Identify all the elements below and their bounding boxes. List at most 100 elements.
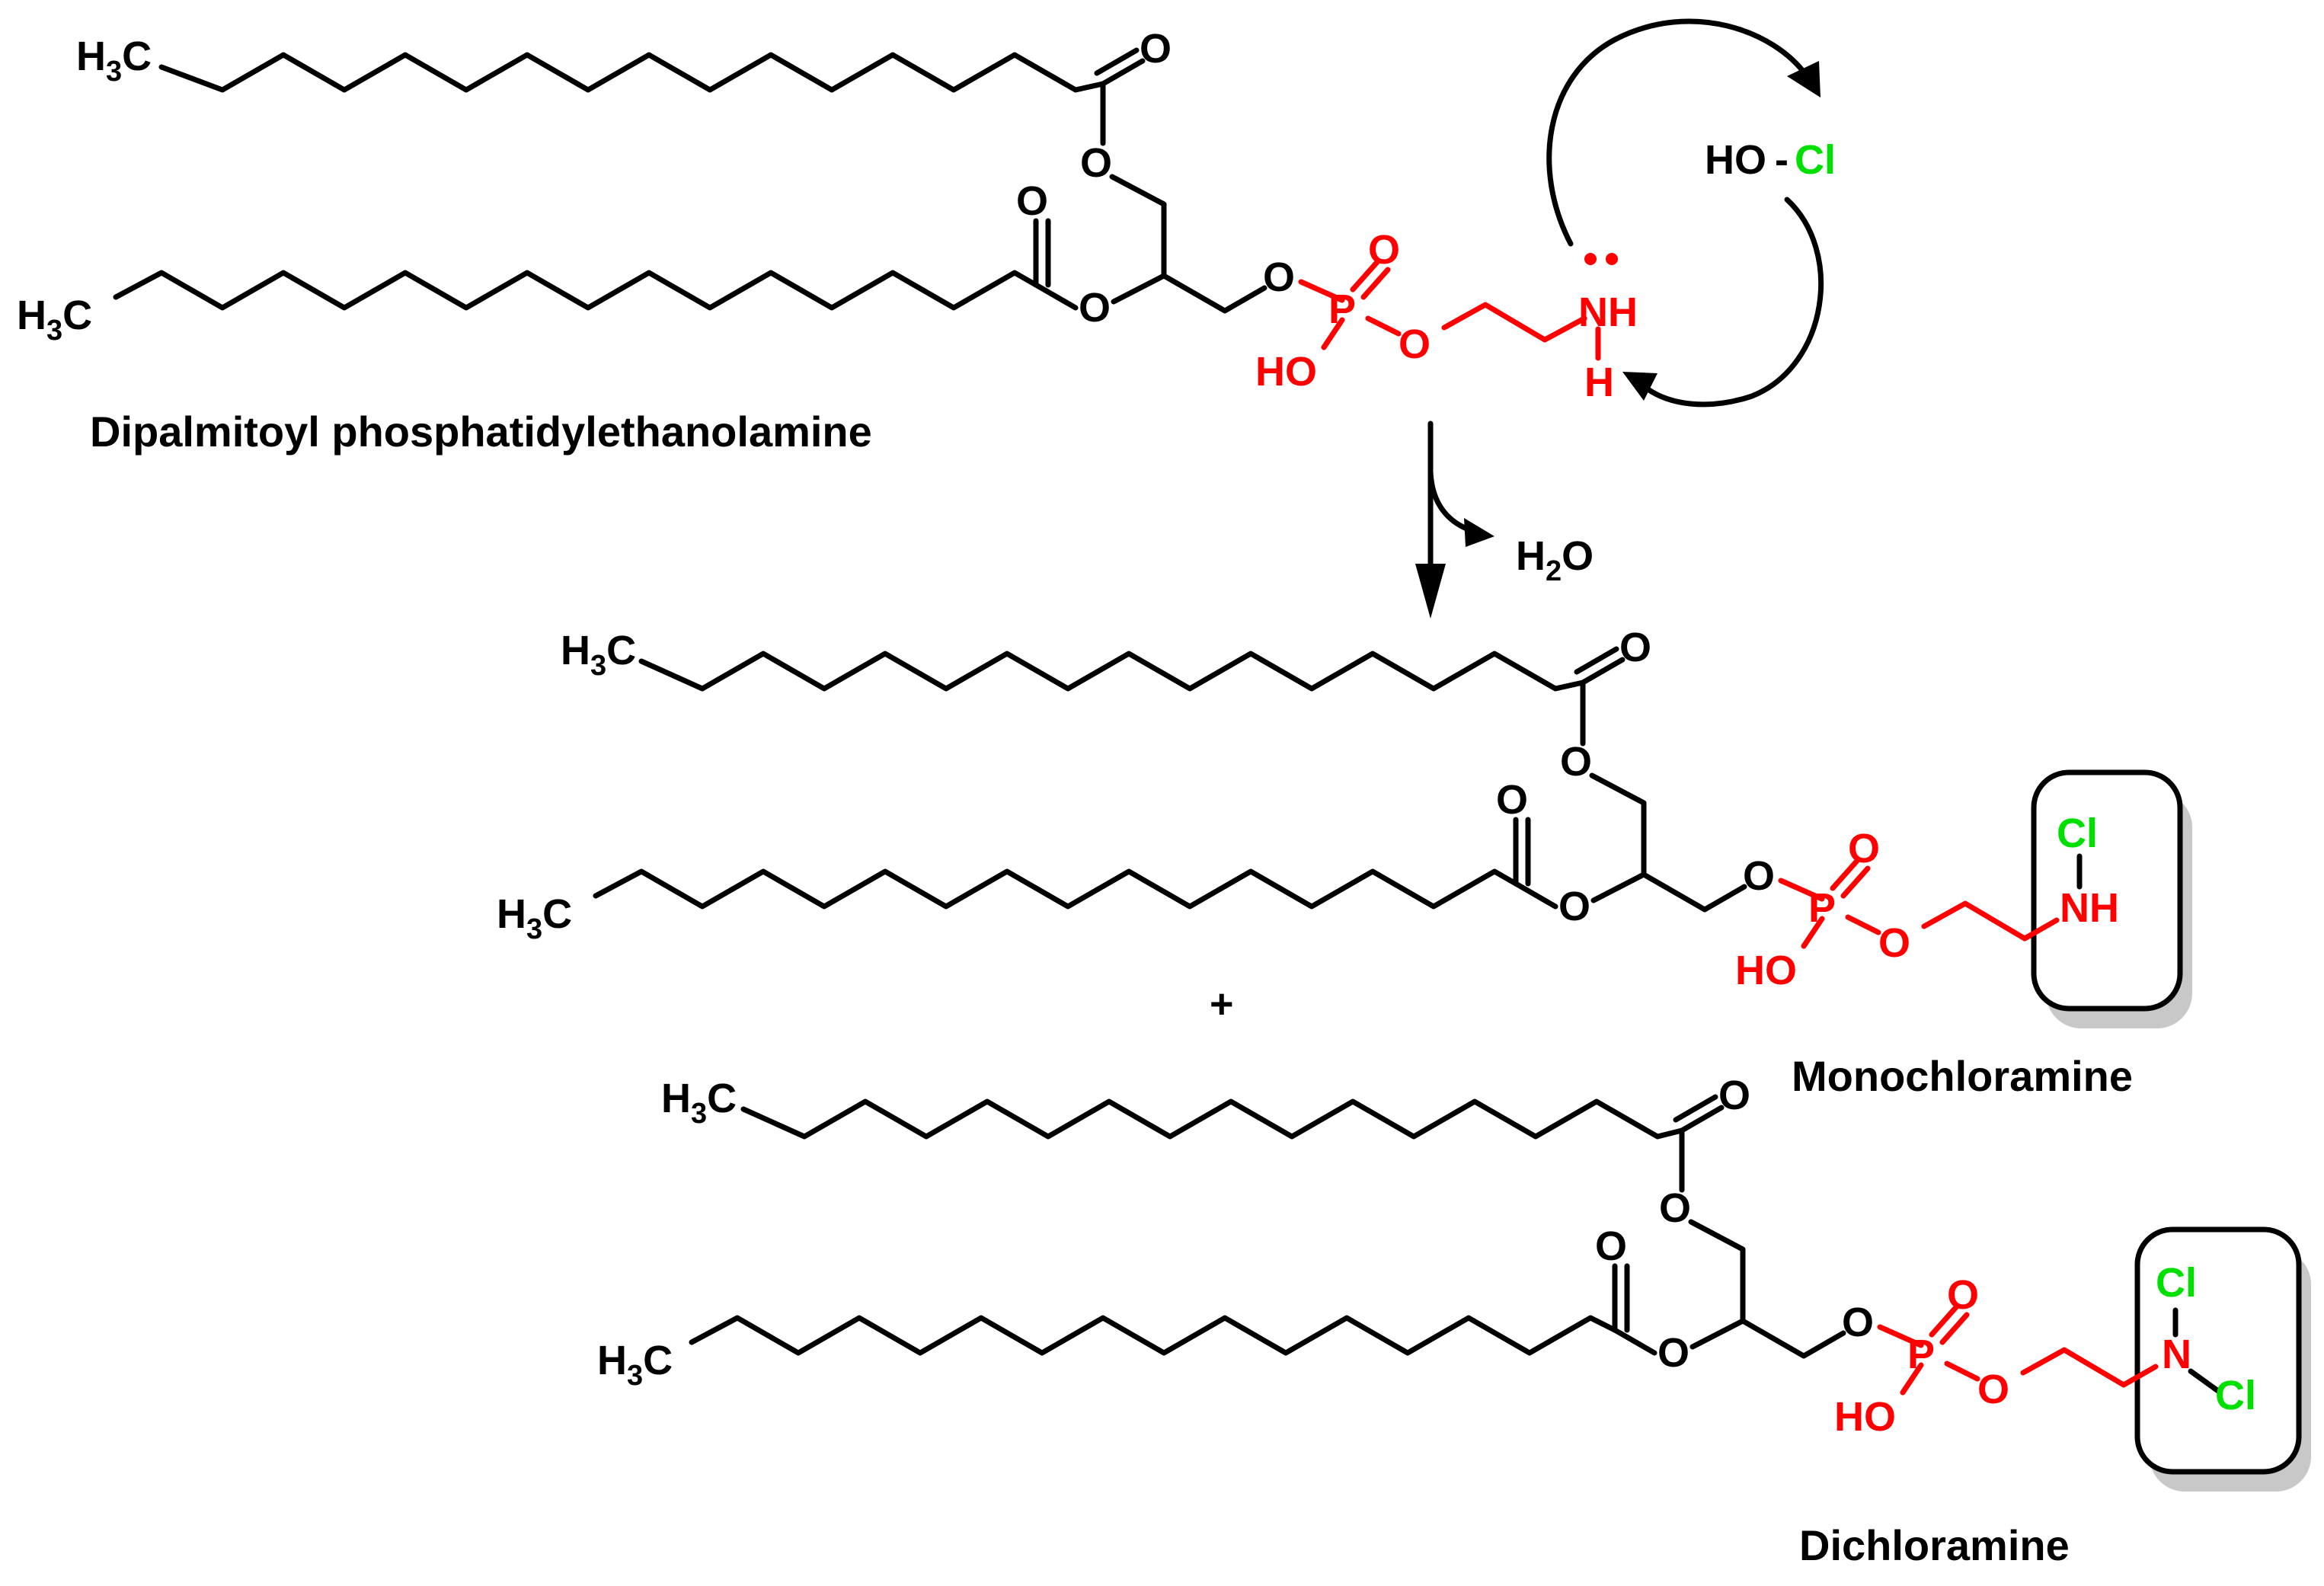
mono-ester-oxygen-lower: O <box>1558 884 1590 929</box>
dichloramine-molecule: H3C O O H3C O O O P O HO O N Cl Cl <box>597 1073 2311 1492</box>
hypochlorous-acid: HO - Cl <box>1705 137 1836 183</box>
hocl-ho: HO <box>1705 137 1766 183</box>
phosphoryl-oxygen: O <box>1368 227 1400 273</box>
curly-arrow-cl-transfer-head <box>1622 372 1657 401</box>
mono-phosphate-double-a <box>1830 858 1860 891</box>
di-upper-carbonyl-a <box>1679 1105 1725 1134</box>
mono-phosphate-bond-oh <box>1801 916 1825 949</box>
mono-phosphate-hydroxyl: HO <box>1735 948 1797 993</box>
mono-chlorine: Cl <box>2057 811 2098 856</box>
di-lower-acyl-chain <box>689 1315 1618 1356</box>
water-label: H2O <box>1516 533 1594 587</box>
monochloramine-caption: Monochloramine <box>1792 1052 2133 1100</box>
methyl-label-upper: H3C <box>76 34 152 88</box>
mono-ester-oxygen-upper: O <box>1560 739 1592 785</box>
mono-carbonyl-oxygen-lower: O <box>1496 777 1528 823</box>
mono-phosphoryl-oxygen: O <box>1848 826 1880 871</box>
mono-phosphate-bond-ester <box>1845 914 1881 935</box>
di-n-cl-bond-lower <box>2188 1368 2221 1394</box>
mono-glycerol-o-bond <box>1590 871 1647 903</box>
mono-phosphorus-atom: P <box>1808 885 1836 931</box>
di-lower-ester-bond <box>1612 1327 1657 1356</box>
carbonyl-oxygen-upper: O <box>1140 26 1172 72</box>
mono-phosphate-ester-oxygen: O <box>1878 920 1910 966</box>
di-upper-acyl-chain <box>740 1098 1685 1140</box>
lower-acyl-chain <box>113 270 1039 311</box>
plus-sign: + <box>1210 981 1234 1027</box>
di-phosphate-hydroxyl: HO <box>1834 1394 1896 1440</box>
lone-pair-dot-left <box>1584 253 1597 265</box>
di-glycerol-o-bond <box>1689 1318 1746 1350</box>
phosphate-bond-oh <box>1321 317 1345 350</box>
di-phosphate-bond-oh <box>1900 1362 1924 1396</box>
mono-phosphate-bridge-oxygen: O <box>1743 853 1775 899</box>
di-phosphate-ester-oxygen: O <box>1977 1367 2009 1412</box>
di-phosphate-double-b <box>1939 1312 1970 1345</box>
lower-ester-bond <box>1033 282 1079 311</box>
amine-h: H <box>1584 360 1614 405</box>
curly-arrow-cl-transfer <box>1644 197 1824 408</box>
phosphate-double-bond-b <box>1360 267 1391 300</box>
carbonyl-oxygen-lower: O <box>1016 178 1048 224</box>
amine-nh: NH <box>1578 289 1638 335</box>
di-carbonyl-oxygen-lower: O <box>1595 1223 1627 1269</box>
di-phosphorus-atom: P <box>1907 1332 1935 1377</box>
mono-upper-carbonyl-a <box>1580 657 1626 686</box>
hocl-cl: Cl <box>1795 137 1836 183</box>
curly-arrow-lone-pair-head <box>1787 61 1821 98</box>
di-carbonyl-oxygen-upper: O <box>1718 1073 1750 1118</box>
di-phosphate-bridge-oxygen: O <box>1842 1300 1874 1345</box>
ester-oxygen-lower: O <box>1079 285 1111 331</box>
mono-highlight-box <box>2031 769 2183 1012</box>
dichloramine-caption: Dichloramine <box>1799 1521 2070 1569</box>
mono-phosphate-bond-o <box>1778 878 1825 902</box>
lone-pair-dot-right <box>1606 253 1618 265</box>
ester-oxygen-upper: O <box>1080 140 1112 186</box>
di-phosphate-bond-o <box>1877 1324 1924 1348</box>
reactant-caption: Dipalmitoyl phosphatidylethanolamine <box>90 408 872 456</box>
di-upper-carbonyl-b <box>1673 1094 1718 1123</box>
di-phosphate-double-a <box>1929 1304 1959 1338</box>
mono-upper-acyl-chain <box>638 651 1586 692</box>
di-chlorine-lower: Cl <box>2215 1373 2256 1418</box>
phosphate-double-bond-a <box>1350 259 1380 293</box>
mono-upper-carbonyl-b <box>1574 646 1619 675</box>
upper-acyl-chain <box>158 52 1106 93</box>
glycerol-o-bond <box>1111 273 1167 305</box>
mono-methyl-label-lower: H3C <box>497 891 572 945</box>
mono-amine-nh: NH <box>2060 885 2119 931</box>
di-methyl-label-lower: H3C <box>597 1338 673 1392</box>
curly-arrow-lone-pair <box>1546 18 1810 247</box>
mono-lower-acyl-chain <box>593 868 1519 910</box>
di-amine-n: N <box>2162 1332 2191 1377</box>
monochloramine-molecule: H3C O O H3C O O O P O HO O NH Cl <box>497 625 2192 1028</box>
reactant-molecule: H3C O O H3C O O O P O HO O NH H <box>17 26 1638 405</box>
phosphate-bond-o <box>1298 279 1345 303</box>
di-ester-oxygen-lower: O <box>1657 1330 1689 1376</box>
di-chlorine-upper: Cl <box>2156 1260 2197 1306</box>
phosphate-bond-ester <box>1365 315 1402 337</box>
upper-carbonyl-bond-a <box>1100 58 1146 87</box>
water-release-arrow-head <box>1464 518 1494 547</box>
di-phosphate-bond-ester <box>1944 1361 1980 1382</box>
mono-ethanolamine-chain-end <box>2022 917 2060 942</box>
methyl-label-lower: H3C <box>17 293 92 347</box>
phosphate-ester-oxygen: O <box>1399 321 1431 367</box>
mono-lower-ester-bond <box>1513 881 1558 910</box>
di-ester-oxygen-upper: O <box>1659 1185 1691 1231</box>
phosphate-bridge-oxygen: O <box>1263 254 1295 300</box>
di-ethanolamine-chain <box>2020 1347 2159 1388</box>
upper-carbonyl-bond-b <box>1094 47 1140 76</box>
di-methyl-label-upper: H3C <box>661 1076 737 1130</box>
mono-phosphate-double-b <box>1840 865 1871 899</box>
di-phosphoryl-oxygen: O <box>1947 1272 1979 1318</box>
phosphorus-atom: P <box>1328 286 1356 332</box>
hocl-dash: - <box>1775 137 1789 183</box>
mono-carbonyl-oxygen-upper: O <box>1619 625 1651 670</box>
di-highlight-box <box>2134 1226 2302 1475</box>
phosphate-hydroxyl: HO <box>1255 349 1317 395</box>
mono-methyl-label-upper: H3C <box>561 628 636 682</box>
ethanolamine-chain <box>1441 302 1587 343</box>
reaction-arrow-head <box>1415 564 1446 619</box>
